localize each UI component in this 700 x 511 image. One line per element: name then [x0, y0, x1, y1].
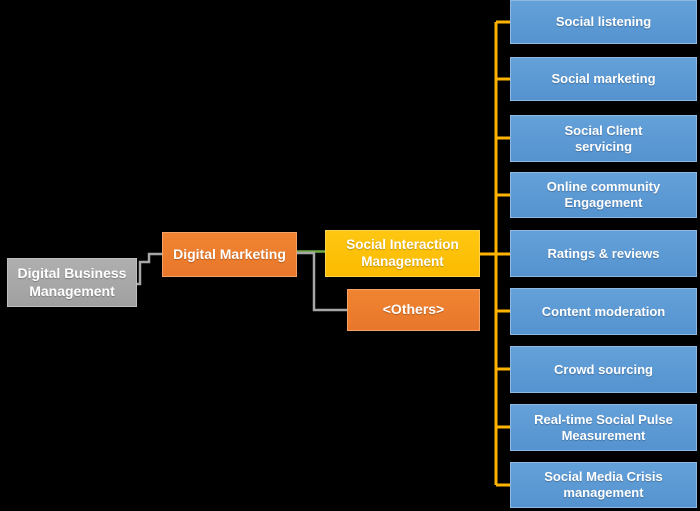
node-others: <Others> — [347, 289, 480, 331]
node-label: Crowd sourcing — [554, 361, 653, 377]
node-label: Real-time Social Pulse Measurement — [534, 411, 673, 443]
node-social-interaction-management: Social Interaction Management — [325, 230, 480, 277]
node-label: <Others> — [382, 301, 445, 318]
node-label: Social Interaction Management — [346, 237, 459, 269]
connector-root-to-marketing — [136, 252, 162, 286]
node-social-marketing: Social marketing — [510, 57, 697, 101]
node-label: Content moderation — [541, 303, 666, 319]
node-label: Ratings & reviews — [547, 245, 660, 261]
node-ratings-and-reviews: Ratings & reviews — [510, 230, 697, 277]
node-social-client-servicing: Social Client servicing — [510, 115, 697, 162]
node-online-community-engagement: Online community Engagement — [510, 172, 697, 218]
node-label: Online community Engagement — [546, 179, 661, 210]
node-label: Social Media Crisis management — [544, 469, 663, 500]
node-label: Social marketing — [551, 71, 656, 87]
leaf-stub-line — [496, 20, 510, 487]
node-digital-business-management: Digital Business Management — [7, 258, 137, 307]
node-content-moderation: Content moderation — [510, 288, 697, 335]
node-realtime-social-pulse-measurement: Real-time Social Pulse Measurement — [510, 404, 697, 451]
node-social-listening: Social listening — [510, 0, 697, 44]
node-label: Social Client servicing — [564, 122, 643, 154]
node-label: Social listening — [555, 14, 652, 30]
node-label: Digital Business Management — [17, 265, 127, 299]
node-label: Digital Marketing — [173, 245, 286, 262]
node-social-media-crisis-management: Social Media Crisis management — [510, 462, 697, 508]
node-digital-marketing: Digital Marketing — [162, 232, 297, 277]
node-crowd-sourcing: Crowd sourcing — [510, 346, 697, 393]
